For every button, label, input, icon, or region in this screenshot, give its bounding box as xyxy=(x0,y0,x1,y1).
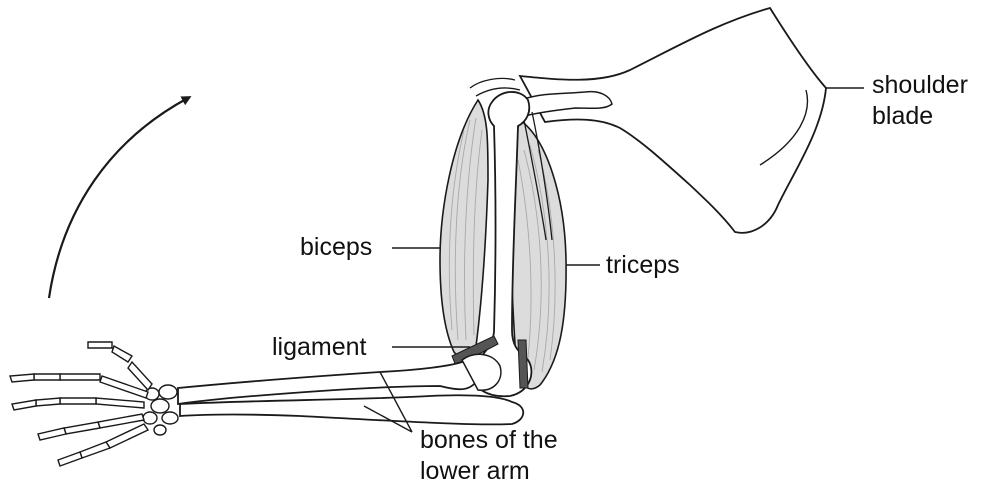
triceps-label: triceps xyxy=(606,250,680,280)
ulna-bone xyxy=(180,395,523,424)
biceps-label: biceps xyxy=(300,232,372,262)
shoulder-blade-label-line2: blade xyxy=(872,101,933,131)
curved-arrow-up-icon xyxy=(49,98,188,298)
bones-label-line2: lower arm xyxy=(420,456,530,486)
ligament-rear xyxy=(518,340,528,388)
bones-label-line1: bones of the xyxy=(420,425,558,455)
biceps-tendon xyxy=(470,78,515,88)
hand-bones xyxy=(10,342,178,466)
shoulder-blade-label-line1: shoulder xyxy=(872,70,968,100)
shoulder-blade xyxy=(520,8,826,233)
ligament-label: ligament xyxy=(272,332,367,362)
